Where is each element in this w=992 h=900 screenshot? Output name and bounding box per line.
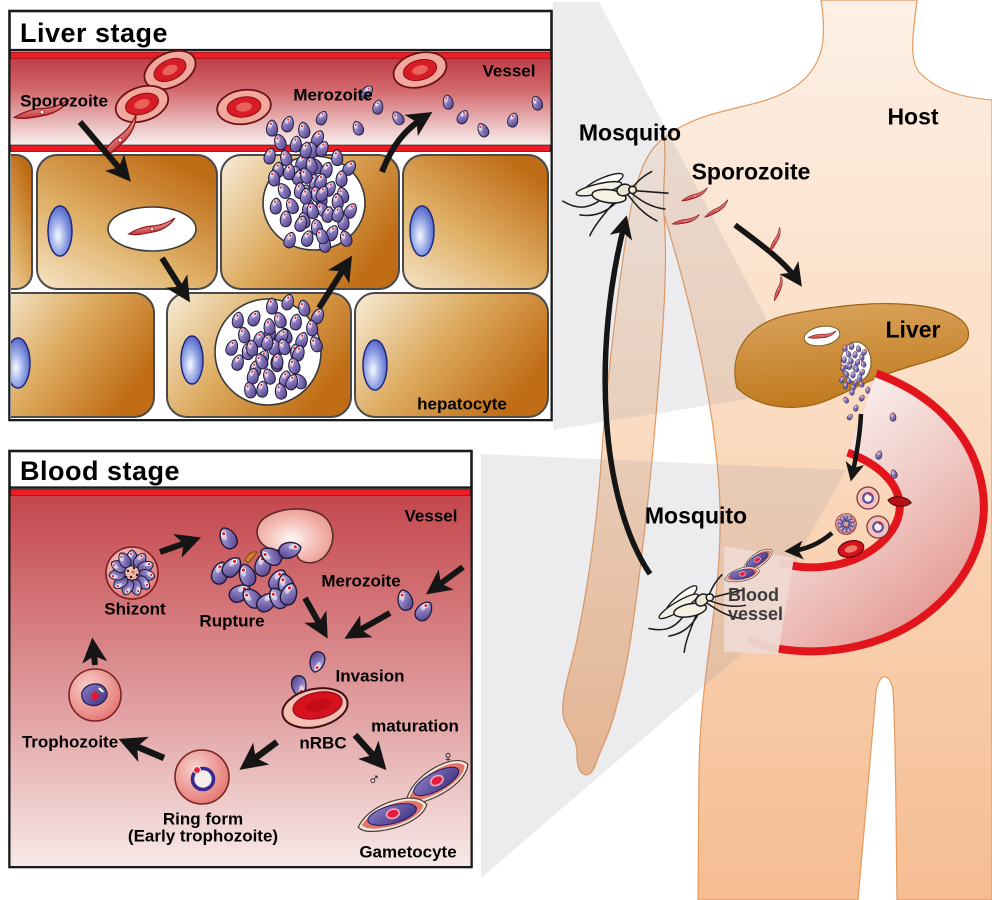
label-blood-vessel: Blood vessel xyxy=(728,586,783,624)
host-overview xyxy=(481,0,992,900)
label-liver-organ: Liver xyxy=(885,316,941,343)
label-blood-vessel-line1: Blood xyxy=(728,585,779,605)
vessel-contents xyxy=(722,412,912,585)
arrow-sporozoite-to-liver xyxy=(733,222,802,287)
label-vessel-blood: Vessel xyxy=(404,506,458,526)
hemozoin-crystal xyxy=(244,551,258,564)
label-gametocyte: Gametocyte xyxy=(359,842,457,862)
label-ring-form-line1: Ring form xyxy=(162,809,244,829)
label-sporozoite-overview: Sporozoite xyxy=(691,158,811,185)
male-symbol-icon: ♂ xyxy=(367,769,381,789)
blood-stage-arrows xyxy=(82,533,465,771)
label-nrbc: nRBC xyxy=(299,733,347,753)
liver-stage-panel xyxy=(8,9,553,422)
schizont xyxy=(106,547,158,599)
host-arm-silhouette xyxy=(562,136,667,776)
blood-stage-contents xyxy=(68,508,470,838)
label-ring-form: Ring form (Early trophozoite) xyxy=(128,811,278,846)
normal-rbc xyxy=(281,687,349,729)
label-mosquito-bottom: Mosquito xyxy=(644,502,748,529)
arrow-mosquito-cycle xyxy=(602,215,653,576)
hepatocyte-cell xyxy=(354,292,549,418)
female-symbol-icon: ♀ xyxy=(441,747,455,767)
liver-stage-title: Liver stage xyxy=(20,18,169,48)
label-invasion: Invasion xyxy=(335,666,405,686)
label-vessel-liver: Vessel xyxy=(482,61,536,81)
hepatocyte-cell xyxy=(11,154,33,290)
label-host: Host xyxy=(887,103,939,130)
blood-stage-panel xyxy=(8,449,473,869)
label-merozoite-liver: Merozoite xyxy=(293,85,373,105)
arrow-liver-to-vessel xyxy=(845,413,865,482)
label-mosquito-top: Mosquito xyxy=(578,119,682,146)
hepatocyte-layer xyxy=(11,154,549,418)
liver-organ xyxy=(734,302,970,428)
label-blood-vessel-line2: vessel xyxy=(728,603,784,624)
label-merozoite-blood: Merozoite xyxy=(321,571,401,591)
liver-stage-arrows xyxy=(77,111,433,310)
hepatocyte-cell xyxy=(11,292,155,418)
label-ring-form-line2: (Early trophozoite) xyxy=(127,827,279,846)
hepatocyte-cell xyxy=(402,154,549,290)
label-maturation: maturation xyxy=(371,716,459,736)
label-sporozoite-liver: Sporozoite xyxy=(20,91,108,111)
ring-form-cell xyxy=(174,749,230,805)
trophozoite-cell xyxy=(68,668,122,722)
label-shizont: Shizont xyxy=(104,599,166,619)
label-rupture: Rupture xyxy=(199,611,265,631)
blood-vessel-organ xyxy=(722,369,988,656)
blood-stage-title: Blood stage xyxy=(20,456,181,486)
label-trophozoite: Trophozoite xyxy=(21,732,119,752)
hepatocyte-nuclei xyxy=(11,205,435,391)
label-hepatocyte: hepatocyte xyxy=(417,394,507,414)
arrow-vessel-flow xyxy=(784,531,834,560)
